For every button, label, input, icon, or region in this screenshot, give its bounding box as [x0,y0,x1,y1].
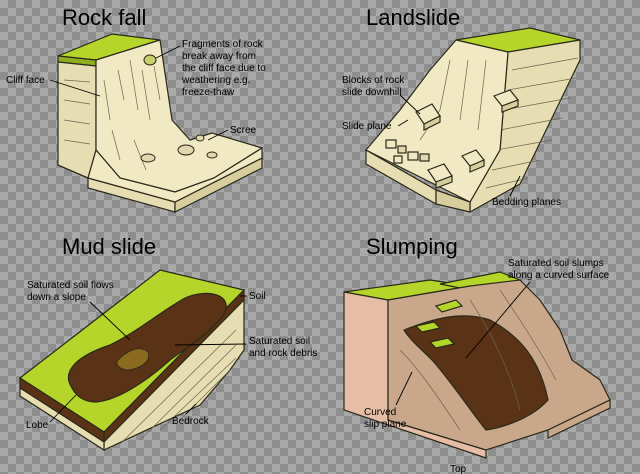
label-debris-2: and rock debris [249,348,317,359]
landslide-block [415,103,441,131]
label-debris-1: Saturated soil [249,336,310,347]
label-blocks-2: slide downhill [342,87,401,98]
label-bedrock: Bedrock [172,416,210,427]
label-flows-1: Saturated soil flows [27,280,114,291]
label-soil: Soil [249,291,266,302]
scree-pebble [206,151,218,159]
label-fragments-4: weathering e.g. [181,75,250,86]
slump-grass-chunk [414,321,442,333]
label-fragments-2: break away from [182,51,256,62]
label-curved-2: slip plane [364,419,407,430]
slump-grass-chunk [428,337,456,349]
mud-slide-title: Mud slide [62,234,156,259]
slumping-title: Slumping [366,234,458,259]
label-fragments-3: the cliff face due to [182,63,266,74]
mud-flow [67,292,227,403]
scree-pebble [140,153,156,163]
footer-text: Top [450,464,467,474]
scree-pebble [195,134,205,142]
label-cliff-face: Cliff face [6,75,45,86]
landslide-block [461,149,485,173]
label-slumps-2: along a curved surface [508,270,610,281]
slumping-panel: Slumping Saturated soil slumps along a c… [343,234,611,459]
label-bedding-planes: Bedding planes [492,197,561,208]
label-blocks-1: Blocks of rock [342,75,405,86]
landslide-debris [385,139,430,164]
mud-slide-panel: Mud slide Saturated soil flows down a sl… [18,234,317,452]
label-curved-1: Curved [364,407,396,418]
landslide-block [493,89,519,113]
label-scree: Scree [230,125,257,136]
label-flows-2: down a slope [27,292,86,303]
mud-slide-bedrock-front [19,386,105,452]
label-lobe: Lobe [26,420,49,431]
label-fragments-1: Fragments of rock [182,39,264,50]
rock-fall-left-side [57,61,97,179]
rock-fall-panel: Rock fall Cliff face Fragments of rock b… [6,5,266,213]
landslide-title: Landslide [366,5,460,30]
landslide-panel: Landslide [342,5,581,214]
label-slumps-1: Saturated soil slumps [508,258,604,269]
slumping-base-right [547,399,611,439]
rock-fall-title: Rock fall [62,5,146,30]
label-fragments-5: freeze-thaw [182,87,235,98]
rock-fragment [143,54,157,66]
mud-debris-patch [116,348,150,371]
scree-pebble [177,144,195,156]
slump-grass-chunk [434,299,464,313]
landslide-block [427,163,453,189]
label-slide-plane: Slide plane [342,121,392,132]
